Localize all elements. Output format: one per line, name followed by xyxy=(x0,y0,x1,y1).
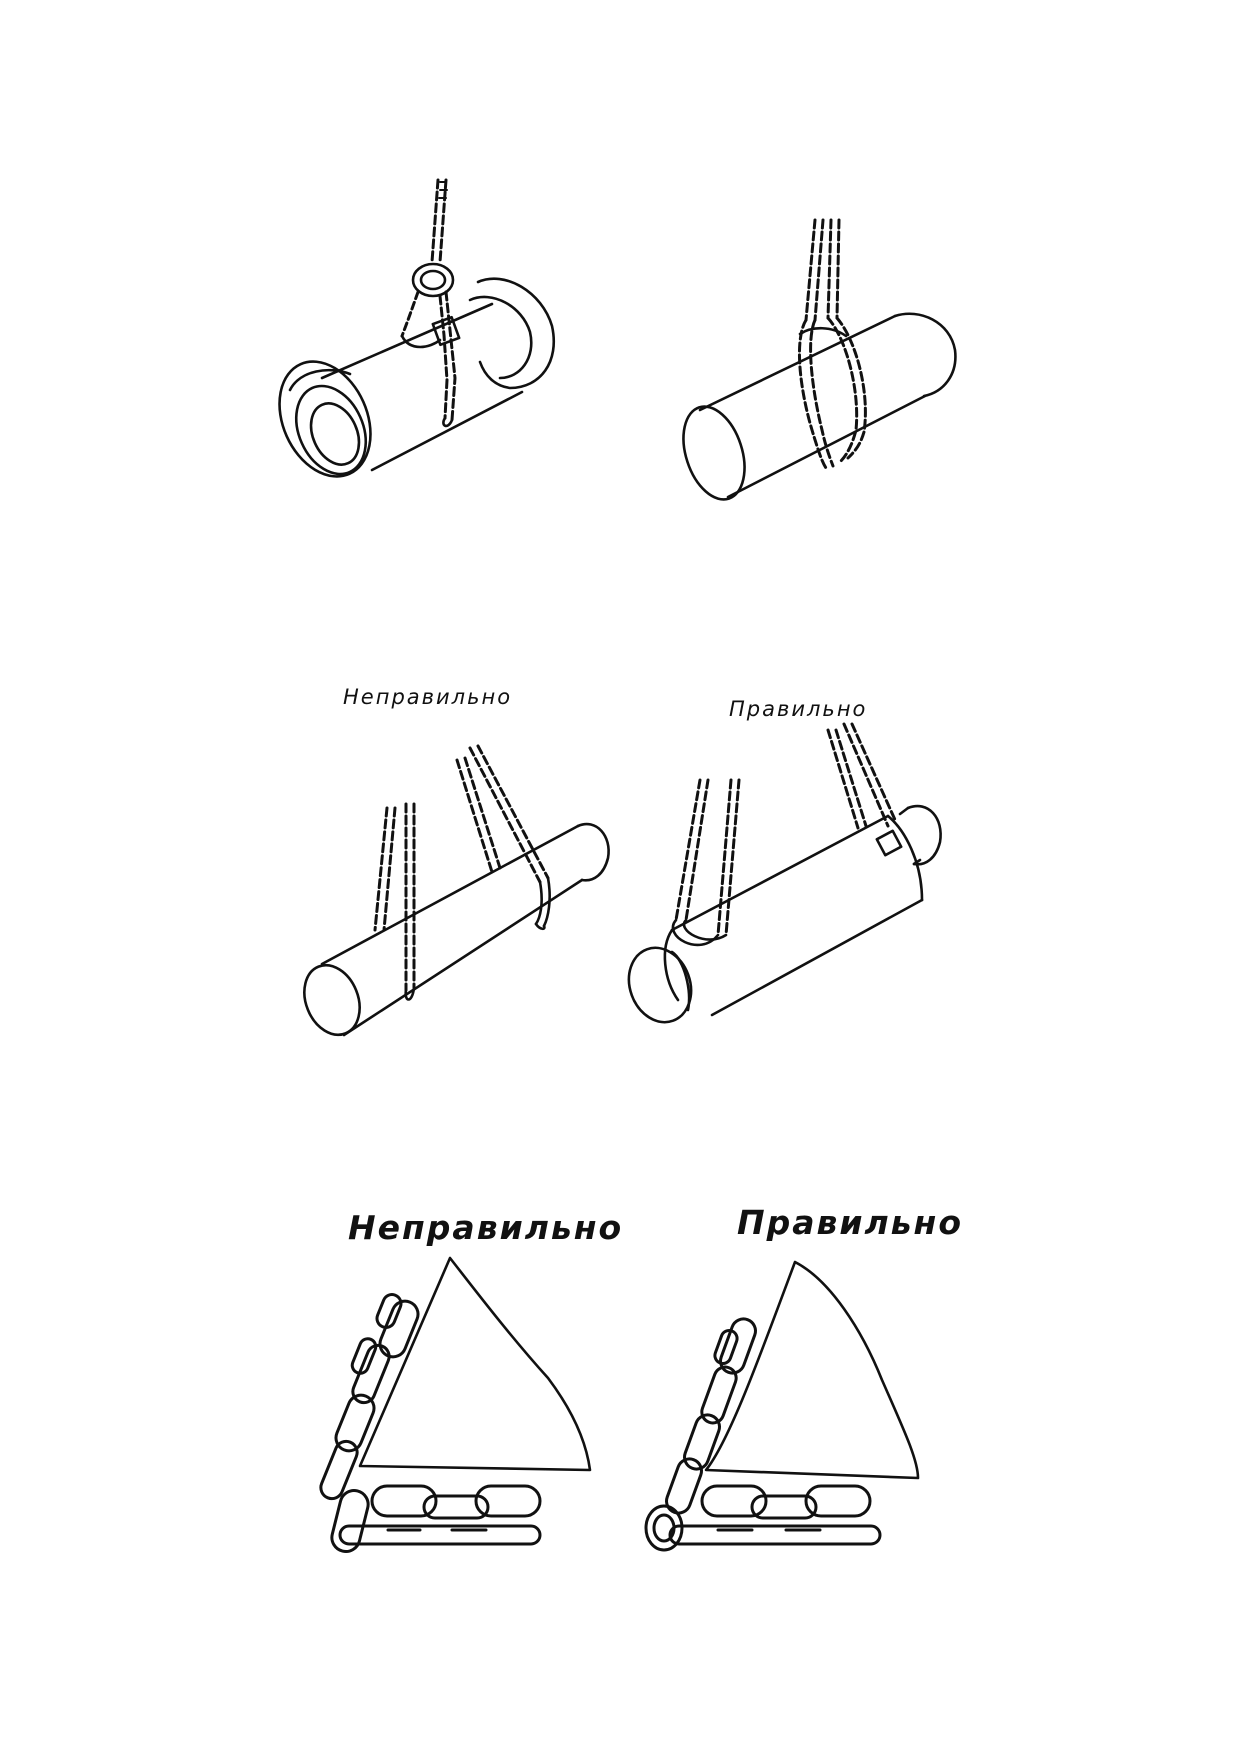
rod-wrong-figure xyxy=(303,744,610,1037)
flanged-pipe-figure xyxy=(278,178,555,478)
label-row3-right: Правильно xyxy=(737,1203,964,1242)
block-wrong-figure xyxy=(319,1256,592,1553)
block-right-figure xyxy=(644,1260,920,1552)
cylinder-choke-figure xyxy=(682,218,957,501)
label-row3-wrong: Неправильно xyxy=(348,1208,624,1247)
label-row2-wrong: Неправильно xyxy=(343,685,513,709)
rod-right-figure xyxy=(627,722,942,1024)
label-row2-right: Правильно xyxy=(729,697,868,721)
